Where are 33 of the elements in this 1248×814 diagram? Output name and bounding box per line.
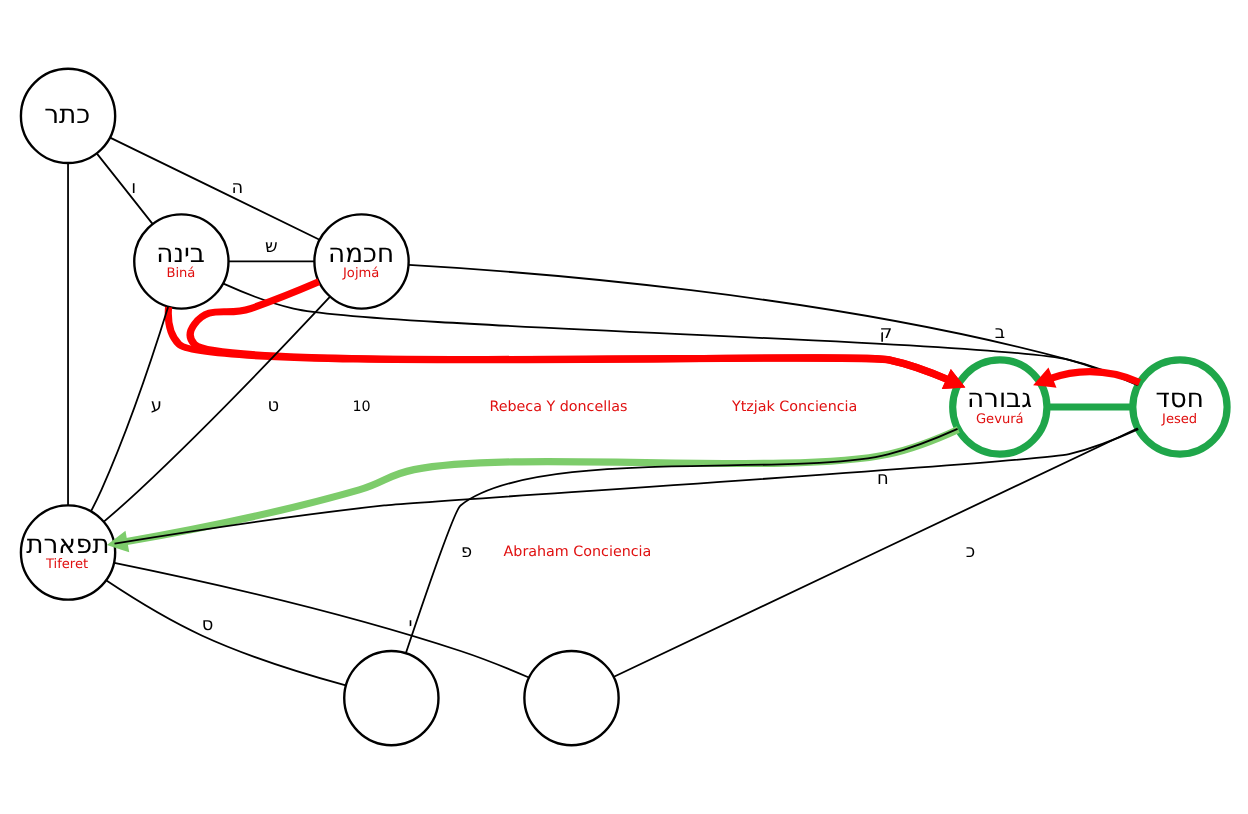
arrow: [106, 426, 960, 553]
connector: [113, 561, 530, 679]
edge-label: ע: [150, 397, 162, 418]
connector: [1046, 403, 1133, 411]
node-circle: [523, 649, 620, 747]
connector: [109, 136, 321, 241]
connector: [113, 428, 1140, 545]
connector: [105, 579, 347, 687]
edge-label: פ: [460, 542, 473, 563]
edge-label: ו: [131, 178, 137, 199]
connector: [96, 152, 154, 225]
arrow: [164, 307, 966, 389]
edge-label: ט: [267, 397, 280, 418]
edge-label: ב: [994, 324, 1005, 345]
connector: [67, 162, 69, 506]
connector: [227, 260, 316, 263]
connector: [407, 264, 1139, 387]
arrow: [186, 278, 966, 389]
connector: [90, 306, 169, 513]
node-circle: [343, 649, 440, 747]
arrow: [1033, 367, 1141, 388]
edge-label: כ: [965, 542, 976, 563]
edge-label: ה: [231, 178, 244, 199]
connector: [222, 282, 1140, 386]
edge-label: ח: [877, 469, 889, 490]
connector: [613, 427, 1139, 678]
edge-label: ש: [265, 237, 278, 258]
edge-label: ס: [201, 615, 214, 636]
connector: [103, 295, 331, 523]
edge-label: ק: [879, 324, 893, 345]
edge-label: י: [408, 615, 413, 636]
node-circle: כתר: [19, 67, 117, 165]
connector: [405, 428, 959, 654]
